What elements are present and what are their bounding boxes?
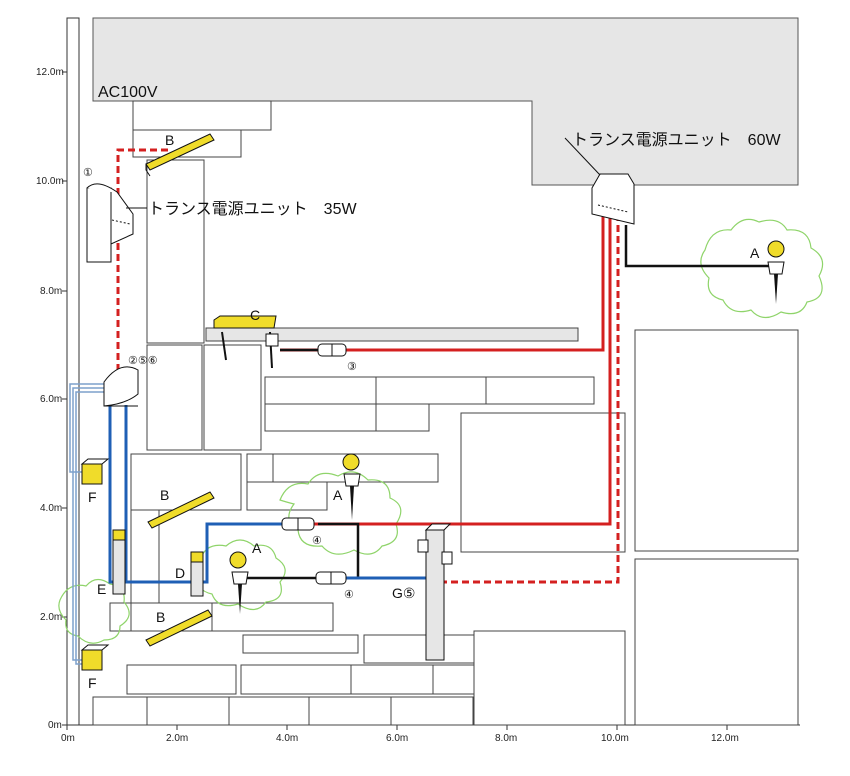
y-tick-8: 8.0m <box>40 286 62 297</box>
y-tick-10: 10.0m <box>36 176 64 187</box>
transformer-35w-icon <box>86 183 134 263</box>
fixture-a-left-label: A <box>252 540 262 556</box>
x-tick-4: 4.0m <box>276 733 298 744</box>
fixture-d-label: D <box>175 565 185 581</box>
connector-4b-icon <box>315 571 347 585</box>
fixture-e-label: E <box>97 581 106 597</box>
y-axis-ticks <box>62 71 67 726</box>
x-tick-0: 0m <box>61 733 75 744</box>
junction-box-icon <box>103 366 139 407</box>
fixture-a-right-label: A <box>750 245 760 261</box>
grey-cables <box>69 383 106 665</box>
transformer-35w-label: トランス電源ユニット 35W <box>148 200 357 218</box>
y-tick-2: 2.0m <box>40 612 62 623</box>
fixture-b-mid-label: B <box>160 487 169 503</box>
label-256: ②⑤⑥ <box>128 355 158 367</box>
post-g-label: G⑤ <box>392 585 415 601</box>
label-circle-3: ③ <box>347 361 357 373</box>
fixture-f-bottom-icon <box>80 644 110 671</box>
y-tick-0: 0m <box>48 720 62 731</box>
fixture-b-top-label: B <box>165 132 174 148</box>
transformer-60w-icon <box>591 173 635 225</box>
fixture-b-top-icon <box>145 133 215 177</box>
x-tick-8: 8.0m <box>495 733 517 744</box>
y-tick-6: 6.0m <box>40 394 62 405</box>
connector-4a-icon <box>281 517 315 531</box>
x-tick-2: 2.0m <box>166 733 188 744</box>
y-tick-12: 12.0m <box>36 67 64 78</box>
fixture-b-bottom-icon <box>145 609 213 647</box>
x-tick-6: 6.0m <box>386 733 408 744</box>
fixture-a-center-icon <box>342 453 361 520</box>
fixture-f-top-label: F <box>88 489 97 505</box>
building-label: AC100V <box>98 84 158 101</box>
label-circle-4a: ④ <box>312 535 322 547</box>
fixture-b-mid-icon <box>147 491 215 529</box>
red-dashed-cables <box>116 148 620 584</box>
fixture-f-top-icon <box>80 458 110 485</box>
fixture-a-center-label: A <box>333 487 343 503</box>
fixture-d-icon <box>190 551 204 597</box>
paving-slabs <box>92 100 799 726</box>
y-tick-4: 4.0m <box>40 503 62 514</box>
post-g-icon <box>417 523 453 661</box>
fixture-b-bottom-label: B <box>156 609 165 625</box>
x-tick-12: 12.0m <box>711 733 739 744</box>
label-circle-4b: ④ <box>344 589 354 601</box>
transformer-60w-leader <box>564 137 601 176</box>
building <box>92 17 799 186</box>
fixture-a-left-icon <box>229 551 249 614</box>
connector-3-icon <box>317 343 347 357</box>
x-axis-ticks <box>66 725 728 730</box>
x-tick-10: 10.0m <box>601 733 629 744</box>
fixture-c-icon <box>213 315 279 369</box>
fixture-e-icon <box>112 529 126 595</box>
fixture-c-label: C <box>250 307 260 323</box>
label-circle-1: ① <box>83 167 93 179</box>
fence-strip <box>205 327 579 342</box>
fixture-f-bottom-label: F <box>88 675 97 691</box>
fixture-a-right-icon <box>767 240 785 304</box>
transformer-60w-label: トランス電源ユニット 60W <box>572 131 781 149</box>
